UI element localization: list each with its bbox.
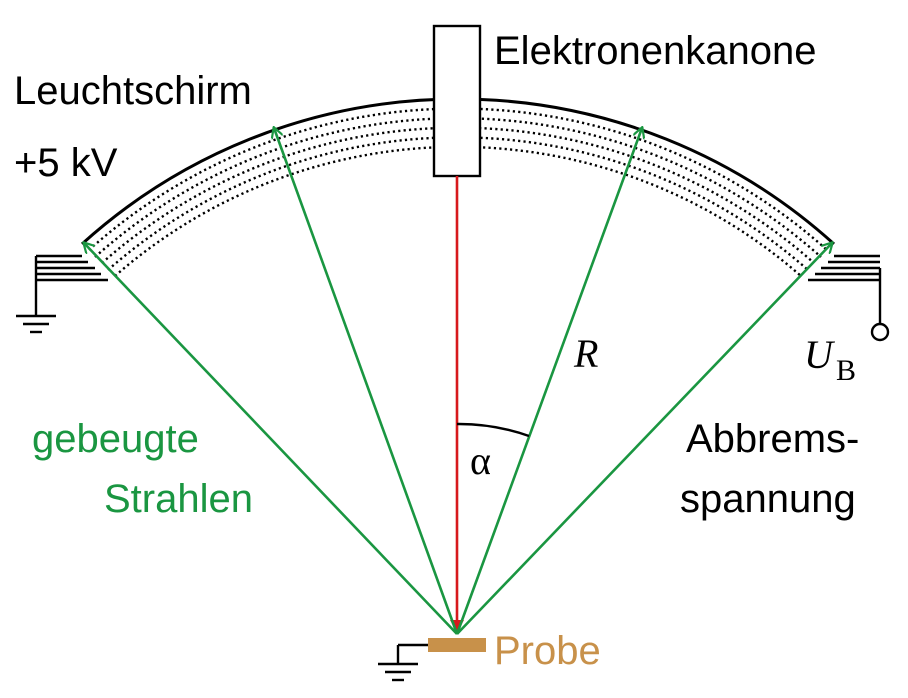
retarding-voltage-subscript: B xyxy=(836,354,856,387)
diffracted-beams-label-line1: gebeugte xyxy=(32,417,199,461)
electron-gun xyxy=(432,24,482,178)
diffracted-beam xyxy=(456,243,832,635)
angle-arc xyxy=(456,422,530,438)
retarding-label-line2: spannung xyxy=(680,477,856,521)
screen-label: Leuchtschirm xyxy=(14,69,252,113)
screen-voltage-label: +5 kV xyxy=(14,141,118,185)
diffracted-beam xyxy=(455,128,642,635)
radius-label: R xyxy=(573,331,598,376)
sample-label: Probe xyxy=(494,629,601,673)
electron-gun-label: Elektronenkanone xyxy=(494,29,816,73)
ground-symbol-left xyxy=(16,254,108,334)
retarding-voltage-label: U xyxy=(804,332,836,377)
ground-symbol-sample xyxy=(378,643,428,682)
sample xyxy=(428,638,486,652)
angle-label: α xyxy=(470,438,491,483)
diffracted-beams-label-line2: Strahlen xyxy=(104,477,253,521)
diffracted-beams xyxy=(84,128,832,635)
retarding-label-line1: Abbrems- xyxy=(686,417,859,461)
diffracted-beam xyxy=(84,243,458,635)
diffracted-beam xyxy=(274,128,459,635)
terminal-right xyxy=(808,254,890,342)
